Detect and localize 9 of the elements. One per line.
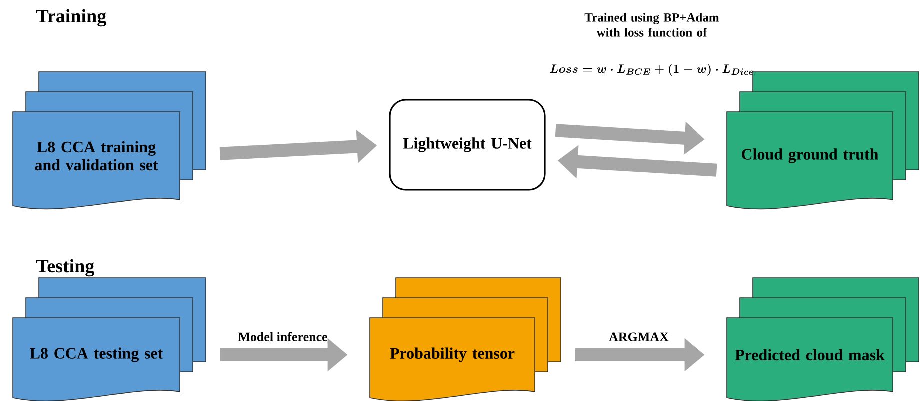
edge-label: Model inference (238, 332, 328, 342)
document-stack: L8 CCA testing set (12, 278, 206, 401)
edge-label: ARGMAX (609, 332, 669, 342)
document-stack: Predicted cloud mask (726, 278, 920, 401)
document-stack: L8 CCA training and validation set (12, 72, 206, 210)
document-stack: Probability tensor (370, 278, 562, 401)
process-box: Lightweight U-Net (389, 99, 546, 191)
note-text: Trained using BP+Adam with loss function of (584, 13, 720, 37)
section-heading: Training (36, 9, 106, 27)
